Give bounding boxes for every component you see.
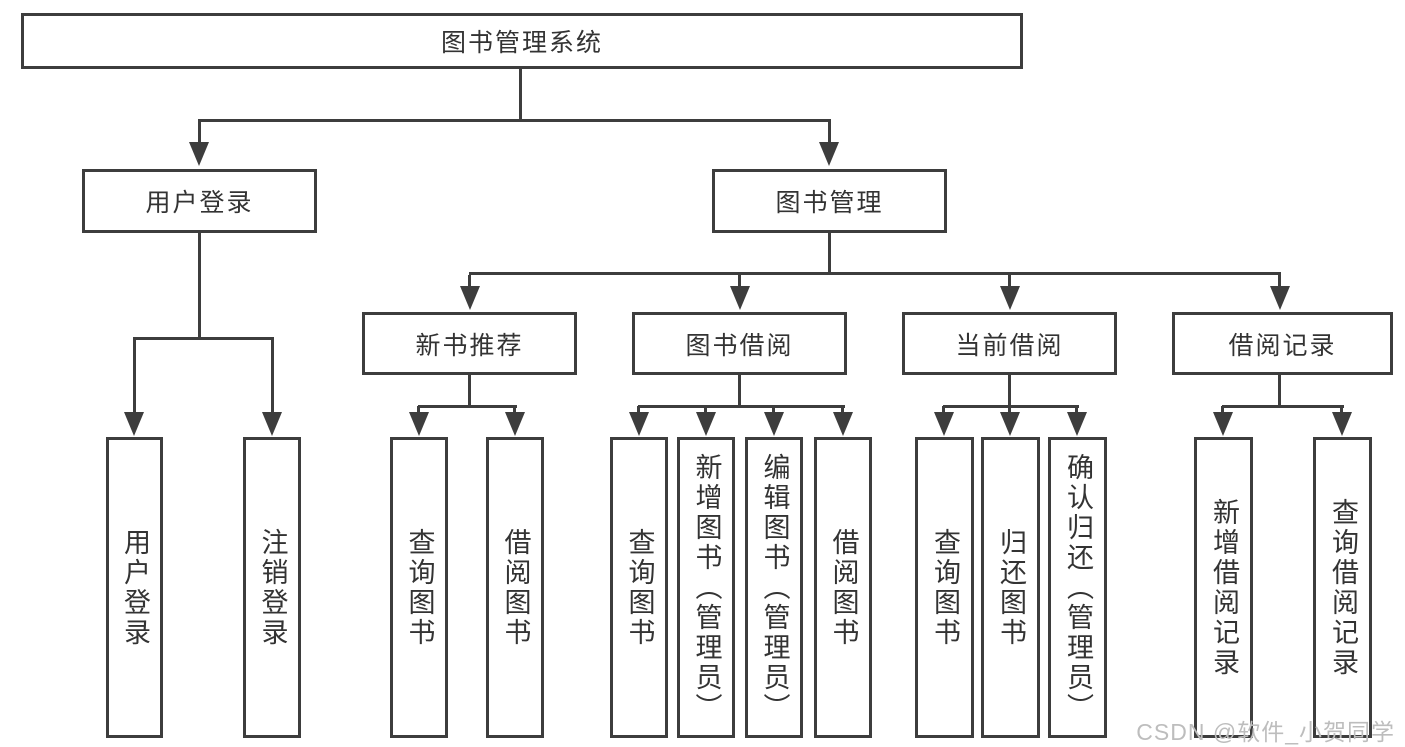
connector-vline xyxy=(637,406,640,413)
leaf-add-book-admin: 新增图书（管理员） xyxy=(677,437,735,738)
leaf-borrow-books-recommend: 借阅图书 xyxy=(486,437,544,738)
connector-vline xyxy=(1278,275,1281,287)
arrowhead-down-icon xyxy=(1067,412,1087,436)
connector-hline xyxy=(469,272,1281,275)
connector-vline xyxy=(519,66,522,119)
node-borrow-records: 借阅记录 xyxy=(1172,312,1393,375)
connector-vline xyxy=(738,375,741,406)
connector-vline xyxy=(942,406,945,413)
arrowhead-down-icon xyxy=(1270,286,1290,310)
node-book-management: 图书管理 xyxy=(712,169,947,233)
arrowhead-down-icon xyxy=(505,412,525,436)
leaf-query-books-recommend: 查询图书 xyxy=(390,437,448,738)
arrowhead-down-icon xyxy=(1000,286,1020,310)
arrowhead-down-icon xyxy=(262,412,282,436)
node-book-borrow: 图书借阅 xyxy=(632,312,847,375)
connector-vline xyxy=(1340,406,1343,413)
leaf-query-borrow-record: 查询借阅记录 xyxy=(1313,437,1372,738)
arrowhead-down-icon xyxy=(124,412,144,436)
arrowhead-down-icon xyxy=(730,286,750,310)
arrowhead-down-icon xyxy=(1332,412,1352,436)
leaf-borrow-books: 借阅图书 xyxy=(814,437,872,738)
connector-vline xyxy=(133,340,136,413)
leaf-query-books-borrow: 查询图书 xyxy=(610,437,668,738)
connector-vline xyxy=(772,406,775,413)
connector-vline xyxy=(417,406,420,413)
node-new-book-recommend: 新书推荐 xyxy=(362,312,577,375)
leaf-user-login: 用户登录 xyxy=(106,437,163,738)
arrowhead-down-icon xyxy=(189,142,209,166)
connector-vline xyxy=(271,340,274,413)
node-current-borrow: 当前借阅 xyxy=(902,312,1117,375)
connector-vline xyxy=(1075,406,1078,413)
connector-hline xyxy=(943,405,1079,408)
node-user-login: 用户登录 xyxy=(82,169,317,233)
arrowhead-down-icon xyxy=(1000,412,1020,436)
connector-vline xyxy=(1008,275,1011,287)
connector-vline xyxy=(738,275,741,287)
leaf-confirm-return-admin: 确认归还（管理员） xyxy=(1048,437,1107,738)
leaf-edit-book-admin: 编辑图书（管理员） xyxy=(745,437,803,738)
connector-hline xyxy=(1222,405,1344,408)
connector-vline xyxy=(828,120,831,144)
connector-vline xyxy=(841,406,844,413)
arrowhead-down-icon xyxy=(819,142,839,166)
arrowhead-down-icon xyxy=(629,412,649,436)
connector-vline xyxy=(198,233,201,339)
node-root: 图书管理系统 xyxy=(21,13,1023,69)
arrowhead-down-icon xyxy=(409,412,429,436)
connector-vline xyxy=(1008,406,1011,413)
arrowhead-down-icon xyxy=(696,412,716,436)
arrowhead-down-icon xyxy=(764,412,784,436)
connector-hline xyxy=(133,337,274,340)
connector-hline xyxy=(638,405,845,408)
watermark: CSDN @软件_小贺同学 xyxy=(1136,719,1395,745)
leaf-add-borrow-record: 新增借阅记录 xyxy=(1194,437,1253,738)
arrowhead-down-icon xyxy=(1213,412,1233,436)
leaf-return-book: 归还图书 xyxy=(981,437,1040,738)
connector-vline xyxy=(1278,375,1281,406)
connector-hline xyxy=(198,119,831,122)
connector-vline xyxy=(828,233,831,272)
connector-vline xyxy=(468,275,471,287)
connector-hline xyxy=(418,405,517,408)
connector-vline xyxy=(1008,375,1011,406)
arrowhead-down-icon xyxy=(460,286,480,310)
connector-vline xyxy=(513,406,516,413)
connector-vline xyxy=(1221,406,1224,413)
leaf-query-books-current: 查询图书 xyxy=(915,437,974,738)
connector-vline xyxy=(704,406,707,413)
connector-vline xyxy=(468,375,471,406)
arrowhead-down-icon xyxy=(934,412,954,436)
arrowhead-down-icon xyxy=(833,412,853,436)
leaf-logout: 注销登录 xyxy=(243,437,301,738)
connector-vline xyxy=(198,120,201,144)
